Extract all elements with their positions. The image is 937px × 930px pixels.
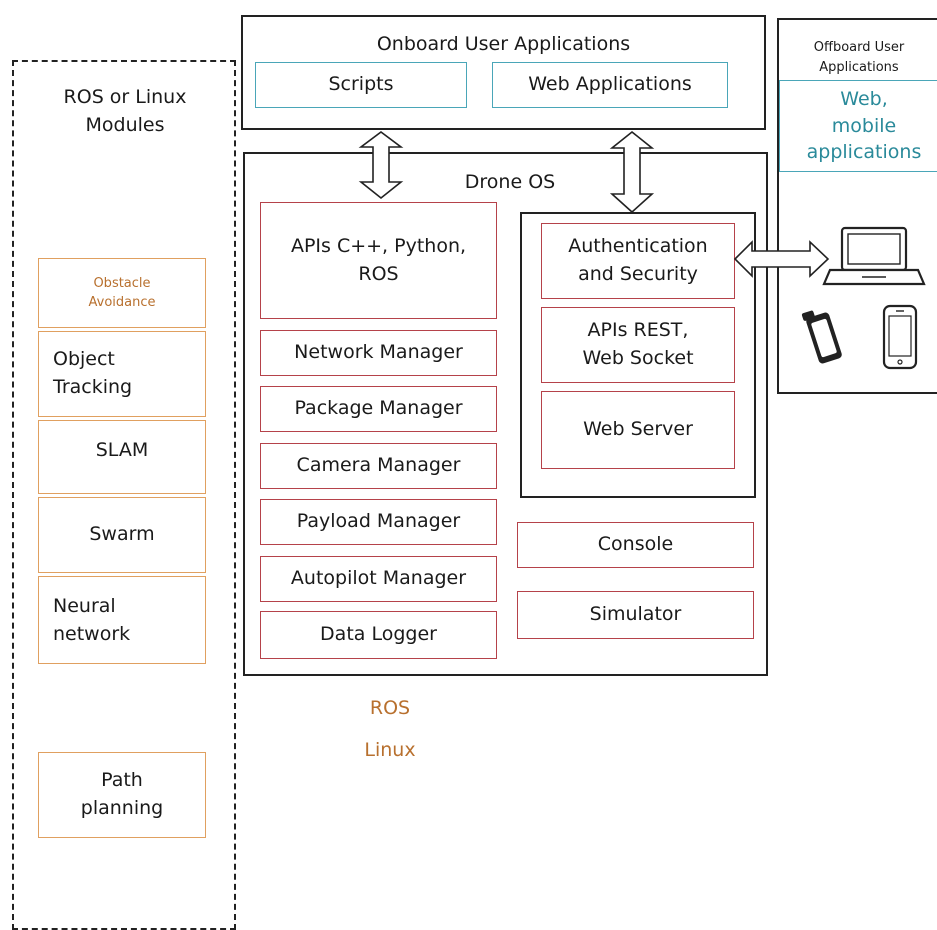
scripts-box: Scripts xyxy=(255,62,467,108)
package-manager-box: Package Manager xyxy=(260,386,497,432)
camera-manager-box: Camera Manager xyxy=(260,443,497,489)
laptop-icon xyxy=(822,226,926,286)
web-applications-box: Web Applications xyxy=(492,62,728,108)
ros-linux-modules-title: ROS or Linux Modules xyxy=(63,86,187,136)
payload-manager-box: Payload Manager xyxy=(260,499,497,545)
smartphone-icon xyxy=(882,304,918,370)
linux-label: Linux xyxy=(364,739,416,762)
module-path-planning: Path planning xyxy=(38,752,206,838)
ros-label: ROS xyxy=(369,697,411,720)
drone-os-title: Drone OS xyxy=(464,171,556,194)
network-manager-box: Network Manager xyxy=(260,330,497,376)
double-arrow-icon xyxy=(609,130,655,214)
apis-cpp-python-ros-box: APIs C++, Python, ROS xyxy=(260,202,497,319)
authentication-security-box: Authentication and Security xyxy=(541,223,735,299)
tablet-icon xyxy=(801,310,842,364)
console-box: Console xyxy=(517,522,754,568)
module-slam: SLAM xyxy=(38,420,206,494)
onboard-title: Onboard User Applications xyxy=(376,33,631,56)
module-obstacle-avoidance: Obstacle Avoidance xyxy=(38,258,206,328)
data-logger-box: Data Logger xyxy=(260,611,497,659)
offboard-title: Offboard User Applications xyxy=(813,40,905,75)
double-arrow-icon xyxy=(733,240,830,278)
autopilot-manager-box: Autopilot Manager xyxy=(260,556,497,602)
module-neural-network: Neural network xyxy=(38,576,206,664)
double-arrow-icon xyxy=(358,131,404,200)
module-swarm: Swarm xyxy=(38,497,206,573)
simulator-box: Simulator xyxy=(517,591,754,639)
module-object-tracking: Object Tracking xyxy=(38,331,206,417)
offboard-web-mobile-box: Web, mobile applications xyxy=(779,80,937,172)
apis-rest-websocket-box: APIs REST, Web Socket xyxy=(541,307,735,383)
web-server-box: Web Server xyxy=(541,391,735,469)
